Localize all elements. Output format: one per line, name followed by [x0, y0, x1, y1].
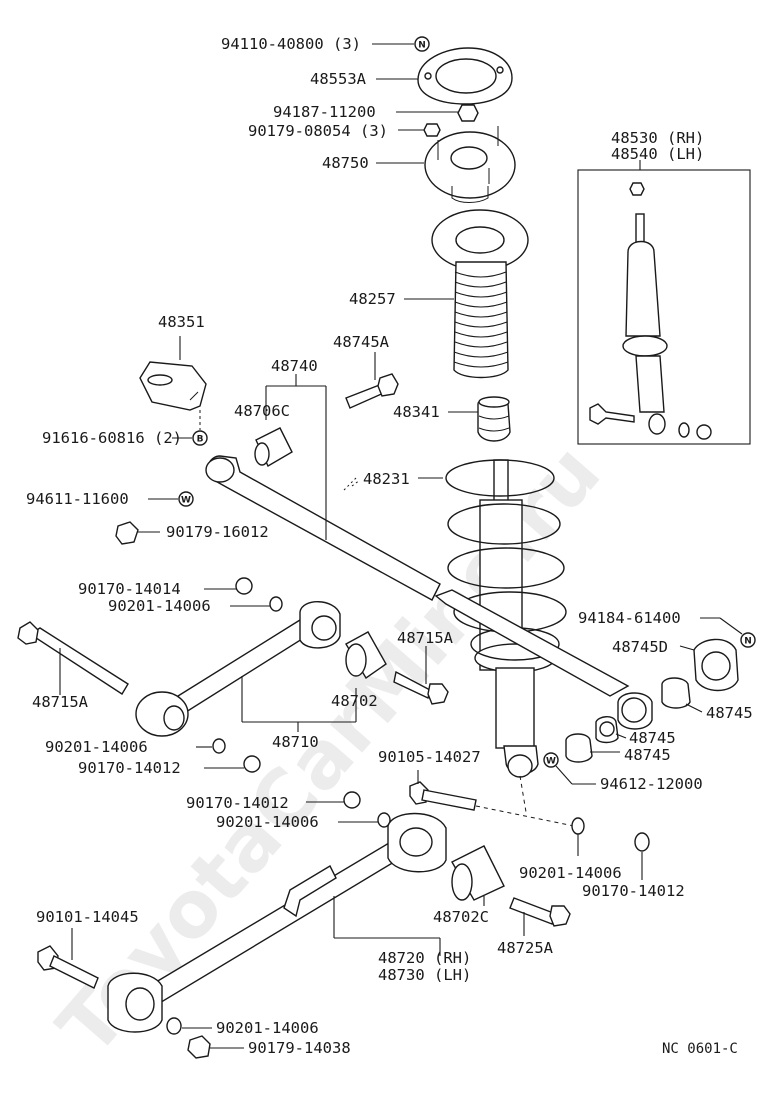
part-label-48553a: 48553A: [310, 70, 367, 88]
part-label-94184-61400: 94184-61400: [578, 609, 681, 627]
part-label-48725a: 48725A: [497, 939, 554, 957]
part-label-90179-14038: 90179-14038: [248, 1039, 351, 1057]
part-label-91616-60816: 91616-60816 (2): [42, 429, 182, 447]
cushion-48745-a: [661, 677, 691, 709]
nut-90170-14014: [235, 577, 253, 595]
bolt-48715a-left: [17, 621, 129, 695]
bump-stopper-48341: [477, 396, 511, 442]
part-label-90201-14006-d: 90201-14006: [519, 864, 622, 882]
suspension-support-48750: [424, 126, 516, 203]
bolt-90105-14027: [409, 781, 477, 811]
bolt-48745a: [345, 373, 399, 409]
figure-code: NC 0601-C: [662, 1041, 738, 1057]
part-label-90201-14006-b: 90201-14006: [45, 738, 148, 756]
coil-spring-48231: [445, 459, 567, 661]
svg-text:W: W: [546, 757, 556, 767]
part-label-90179-16012: 90179-16012: [166, 523, 269, 541]
svg-text:N: N: [744, 637, 752, 647]
bracket-48351: [139, 361, 207, 411]
washer-symbol-w-94612: W: [543, 752, 559, 768]
part-label-48745-c: 48745: [624, 746, 671, 764]
part-label-48745-a: 48745: [706, 704, 753, 722]
part-label-90170-14014: 90170-14014: [78, 580, 181, 598]
washer-90201-14006-c: [377, 812, 391, 828]
part-label-48745d: 48745D: [612, 638, 668, 656]
part-label-94187-11200: 94187-11200: [273, 103, 376, 121]
part-label-48710: 48710: [272, 733, 319, 751]
part-label-90101-14045: 90101-14045: [36, 908, 139, 926]
part-label-90201-14006-c: 90201-14006: [216, 813, 319, 831]
part-label-90170-14012-b: 90170-14012: [186, 794, 289, 812]
part-label-90105-14027: 90105-14027: [378, 748, 481, 766]
part-label-48745a: 48745A: [333, 333, 390, 351]
bolt-symbol-b: B: [192, 430, 208, 446]
part-label-94612-12000: 94612-12000: [600, 775, 703, 793]
part-label-48702: 48702: [331, 692, 378, 710]
part-label-48351: 48351: [158, 313, 205, 331]
part-label-48341: 48341: [393, 403, 440, 421]
cushion-48745-c: [565, 733, 593, 763]
part-label-90201-14006-a: 90201-14006: [108, 597, 211, 615]
bolt-90101-14045: [37, 945, 99, 989]
nut-90179-14038: [187, 1035, 211, 1059]
trailing-arm-48720: [107, 812, 447, 1033]
svg-text:N: N: [418, 41, 426, 51]
part-label-48530-rh: 48530 (RH): [611, 129, 704, 147]
nut-90170-14012-b: [343, 791, 361, 809]
part-label-48702c: 48702C: [433, 908, 489, 926]
part-label-48730-lh: 48730 (LH): [378, 966, 471, 984]
part-label-94611-11600: 94611-11600: [26, 490, 129, 508]
small-nut-90179-08054: [423, 123, 441, 137]
nut-n-symbol-94184: N: [740, 632, 756, 648]
arm-end-bushing-right: [617, 692, 653, 730]
bolt-48715a-right: [393, 670, 449, 705]
nut-n-symbol-top: N: [414, 36, 430, 52]
part-label-90179-08054: 90179-08054 (3): [248, 122, 388, 140]
washer-symbol-w-94611: W: [178, 491, 194, 507]
lower-control-arm-48710: [135, 601, 341, 737]
part-label-90201-14006-e: 90201-14006: [216, 1019, 319, 1037]
cushion-48745d: [693, 638, 739, 692]
part-label-48231: 48231: [363, 470, 410, 488]
shock-absorber-inset-box: [577, 169, 751, 445]
shock-absorber-48530: [589, 182, 712, 440]
bushing-48702c: [451, 845, 505, 901]
nut-90170-14012-a: [243, 755, 261, 773]
part-label-94110-40800: 94110-40800 (3): [221, 35, 361, 53]
part-label-90170-14012-a: 90170-14012: [78, 759, 181, 777]
svg-text:W: W: [181, 496, 191, 506]
part-label-48706c: 48706C: [234, 402, 290, 420]
part-label-48257: 48257: [349, 290, 396, 308]
nut-90179-16012: [115, 521, 139, 545]
part-label-90170-14012-c: 90170-14012: [582, 882, 685, 900]
svg-text:B: B: [197, 435, 204, 445]
washer-90201-14006-a: [269, 596, 283, 612]
washer-90201-14006-d: [571, 817, 585, 835]
bushing-48706c: [254, 427, 293, 467]
part-label-48540-lh: 48540 (LH): [611, 145, 704, 163]
part-label-48740: 48740: [271, 357, 318, 375]
part-label-48750: 48750: [322, 154, 369, 172]
upper-control-arm-48740: [205, 455, 630, 697]
part-label-48715a-left: 48715A: [32, 693, 89, 711]
washer-90201-14006-e: [166, 1017, 182, 1035]
spring-bumper-boot-48257: [431, 209, 529, 379]
bushing-48702: [345, 631, 387, 680]
hex-nut-94187: [457, 104, 479, 122]
part-label-48715a-right: 48715A: [397, 629, 454, 647]
cushion-48745-b: [595, 716, 619, 744]
part-label-48745-b: 48745: [629, 729, 676, 747]
part-label-48720-rh: 48720 (RH): [378, 949, 471, 967]
nut-90170-14012-c: [634, 832, 650, 852]
bolt-48725a: [509, 897, 571, 927]
strut-body: [474, 459, 556, 778]
washer-90201-14006-b: [212, 738, 226, 754]
support-plate-48553a: [417, 47, 513, 105]
